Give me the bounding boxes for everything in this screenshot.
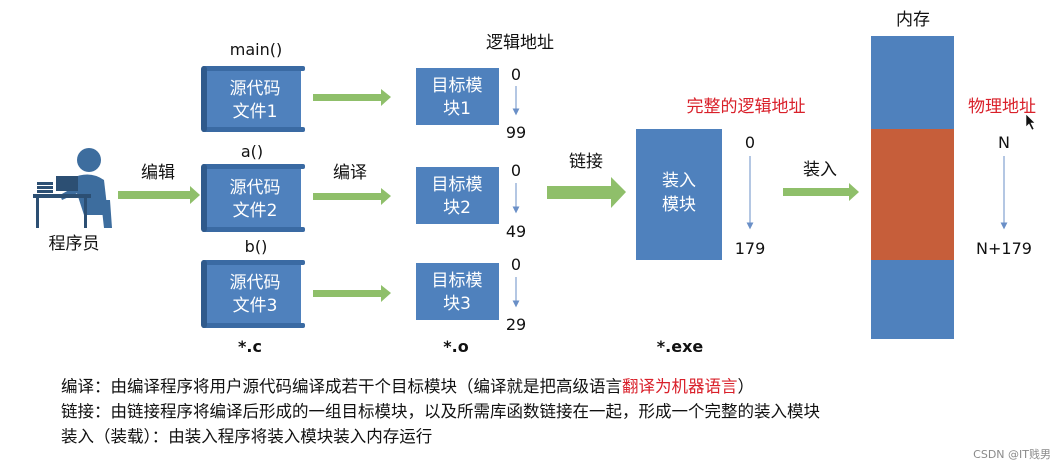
load-address-start: 0 [745,133,755,152]
edit-arrow-label: 编辑 [141,163,175,183]
source-name-line1: 源代码 [230,79,281,99]
watermark: CSDN @IT贱男 [973,448,1051,461]
logical-address-header: 逻辑地址 [486,33,554,53]
address-end: 99 [506,123,526,142]
address-start: 0 [511,65,521,84]
edit-arrow [118,186,200,204]
physical-address-end: N+179 [976,239,1032,258]
programmer-icon [33,148,112,228]
address-start: 0 [511,161,521,180]
note-compile-highlight: 翻译为机器语言 [622,377,738,396]
source-func-label: b() [245,237,268,256]
source-func-label: a() [241,142,263,161]
complete-logical-address-header: 完整的逻辑地址 [687,97,806,117]
source-ext-label: *.c [238,337,262,356]
source-name-line2: 文件3 [233,296,278,316]
source-name-line1: 源代码 [230,273,281,293]
load-module: 装入 模块 [636,129,722,260]
compile-arrow-3 [313,285,391,302]
address-end: 29 [506,315,526,334]
source-file-1: main() 源代码 文件1 [201,40,305,132]
exe-ext-label: *.exe [657,337,704,356]
object-module-2: 目标模 块2 0 49 [416,161,526,241]
mouse-cursor-icon [1025,113,1036,131]
compile-arrow-1 [313,89,391,106]
load-module-line2: 模块 [662,195,696,215]
source-name-line1: 源代码 [230,178,281,198]
note-compile: 编译：由编译程序将用户源代码编译成若干个目标模块（编译就是把高级语言翻译为机器语… [61,374,820,399]
load-address-end: 179 [735,239,766,258]
load-arrow-label: 装入 [803,160,837,180]
source-func-label: main() [230,40,282,59]
link-arrow-label: 链接 [569,152,603,172]
address-start: 0 [511,255,521,274]
object-name-line1: 目标模 [432,175,483,195]
notes: 编译：由编译程序将用户源代码编译成若干个目标模块（编译就是把高级语言翻译为机器语… [61,374,820,449]
object-name-line1: 目标模 [432,76,483,96]
physical-address-start: N [998,133,1010,152]
object-ext-label: *.o [443,337,468,356]
source-name-line2: 文件1 [233,102,278,122]
memory-bar [871,36,954,339]
compile-arrow-2 [313,188,391,205]
object-name-line2: 块3 [443,294,471,314]
object-module-1: 目标模 块1 0 99 [416,65,526,142]
compile-arrow-label: 编译 [333,163,367,183]
object-module-3: 目标模 块3 0 29 [416,255,526,334]
address-end: 49 [506,222,526,241]
object-name-line1: 目标模 [432,271,483,291]
note-compile-suffix: ） [737,377,755,396]
note-link: 链接：由链接程序将编译后形成的一组目标模块，以及所需库函数链接在一起，形成一个完… [61,402,820,421]
source-name-line2: 文件2 [233,201,278,221]
physical-address-header: 物理地址 [968,97,1036,117]
object-name-line2: 块2 [443,198,471,218]
load-module-line1: 装入 [662,171,696,191]
source-file-2: a() 源代码 文件2 [201,142,305,232]
link-arrow [547,177,626,208]
note-load: 装入（装载）：由装入程序将装入模块装入内存运行 [61,427,433,446]
source-file-3: b() 源代码 文件3 [201,237,305,328]
load-arrow [783,183,859,201]
note-compile-text: 编译：由编译程序将用户源代码编译成若干个目标模块（编译就是把高级语言 [61,377,622,396]
object-name-line2: 块1 [443,99,471,119]
memory-title: 内存 [896,10,930,30]
programmer-label: 程序员 [49,234,100,254]
